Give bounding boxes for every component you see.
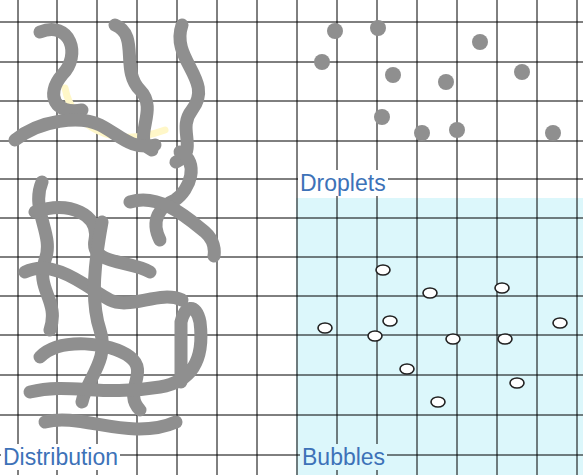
region-label: Droplets xyxy=(298,170,388,196)
droplets xyxy=(314,20,561,141)
region-label: Bubbles xyxy=(300,444,387,470)
bubbles xyxy=(318,265,567,407)
bubbles-region-fill xyxy=(296,198,583,475)
bubbles-region: Bubbles xyxy=(296,198,583,475)
region-label: Distribution xyxy=(1,444,120,470)
fibers xyxy=(15,25,214,429)
